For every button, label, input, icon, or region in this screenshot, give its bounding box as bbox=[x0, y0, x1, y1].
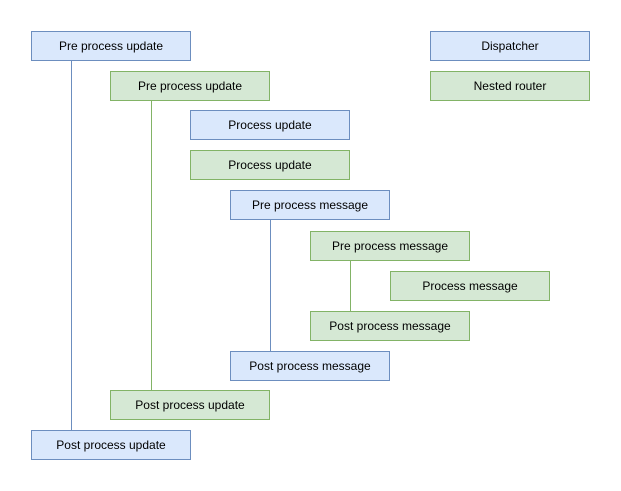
node-process-message-router: Process message bbox=[390, 271, 550, 301]
node-pre-process-update-dispatcher: Pre process update bbox=[31, 31, 191, 61]
node-pre-process-message-router: Pre process message bbox=[310, 231, 470, 261]
node-pre-process-message-dispatcher: Pre process message bbox=[230, 190, 390, 220]
node-process-update-dispatcher: Process update bbox=[190, 110, 350, 140]
node-process-update-router: Process update bbox=[190, 150, 350, 180]
node-post-process-update-dispatcher: Post process update bbox=[31, 430, 191, 460]
connector-line-pre-to-post-process-update-dispatcher bbox=[71, 61, 72, 430]
connector-line-pre-to-post-process-update-router bbox=[151, 101, 152, 390]
legend-item-nested-router: Nested router bbox=[430, 71, 590, 101]
node-post-process-message-router: Post process message bbox=[310, 311, 470, 341]
node-pre-process-update-router: Pre process update bbox=[110, 71, 270, 101]
node-post-process-message-dispatcher: Post process message bbox=[230, 351, 390, 381]
node-post-process-update-router: Post process update bbox=[110, 390, 270, 420]
connector-line-pre-to-post-process-message-router bbox=[350, 261, 351, 311]
legend-item-dispatcher: Dispatcher bbox=[430, 31, 590, 61]
connector-line-pre-to-post-process-message-dispatcher bbox=[270, 220, 271, 351]
